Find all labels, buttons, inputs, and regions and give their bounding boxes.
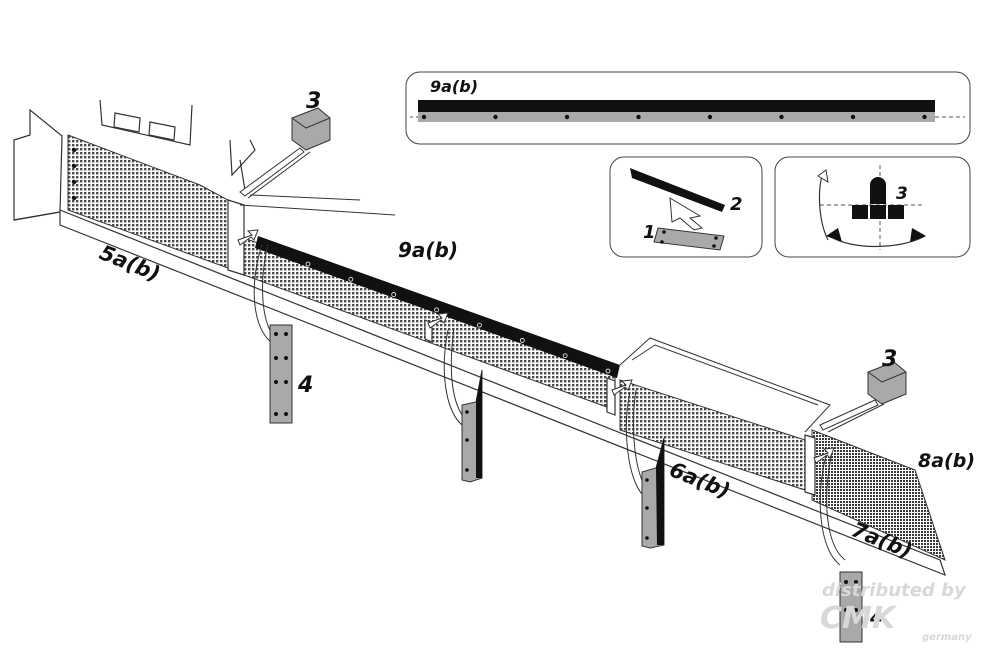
watermark: distributed by CMK germany [820, 580, 972, 643]
label-part-9-inset: 9a(b) [430, 77, 478, 96]
bracket-part-4-right [839, 571, 863, 643]
rivet-icon [477, 322, 482, 328]
rivet-icon [493, 114, 498, 120]
clip-part-3-left [239, 107, 331, 199]
deck-outline [619, 337, 831, 433]
plate-part-6-a [461, 369, 483, 483]
frame-rail [59, 199, 946, 577]
rivet-icon [707, 114, 713, 120]
top-strip-9 [255, 236, 620, 378]
rivet-icon [564, 114, 570, 120]
label-bend-3: 3 [896, 184, 908, 204]
inset-strip-9 [405, 71, 971, 145]
rivet-icon [922, 114, 927, 120]
truck-body [13, 99, 256, 221]
rivet-icon [348, 276, 354, 282]
rivet-icon [636, 114, 641, 120]
rivet-icon [779, 114, 784, 120]
rivet-icon [434, 307, 439, 313]
bracket-part-4-left [269, 324, 293, 424]
rivet-icon [305, 261, 311, 267]
label-part-9-main: 9a(b) [398, 238, 458, 262]
watermark-brand: CMK [820, 601, 898, 636]
clip-part-3-right [819, 361, 907, 433]
label-part-3-right: 3 [882, 347, 897, 372]
label-step-2: 2 [730, 194, 743, 215]
rivet-icon [421, 114, 427, 120]
rivet-icon [391, 292, 397, 297]
rivet-icon [850, 114, 856, 120]
label-part-4-left: 4 [297, 373, 313, 398]
label-step-1: 1 [643, 222, 656, 243]
label-part-4-right: 4 [869, 608, 883, 629]
label-part-8: 8a(b) [918, 450, 975, 472]
plate-part-6-b [641, 437, 665, 549]
inset-bending-3 [774, 156, 971, 258]
rivet-icon [562, 353, 568, 359]
label-part-3-left: 3 [306, 89, 321, 114]
slot-arrows [237, 229, 835, 464]
rivet-icon [519, 338, 525, 343]
inset-steps-1-2 [609, 156, 763, 258]
watermark-line1: distributed by [822, 580, 967, 601]
rivet-icon [605, 368, 611, 374]
watermark-country: germany [922, 632, 972, 643]
